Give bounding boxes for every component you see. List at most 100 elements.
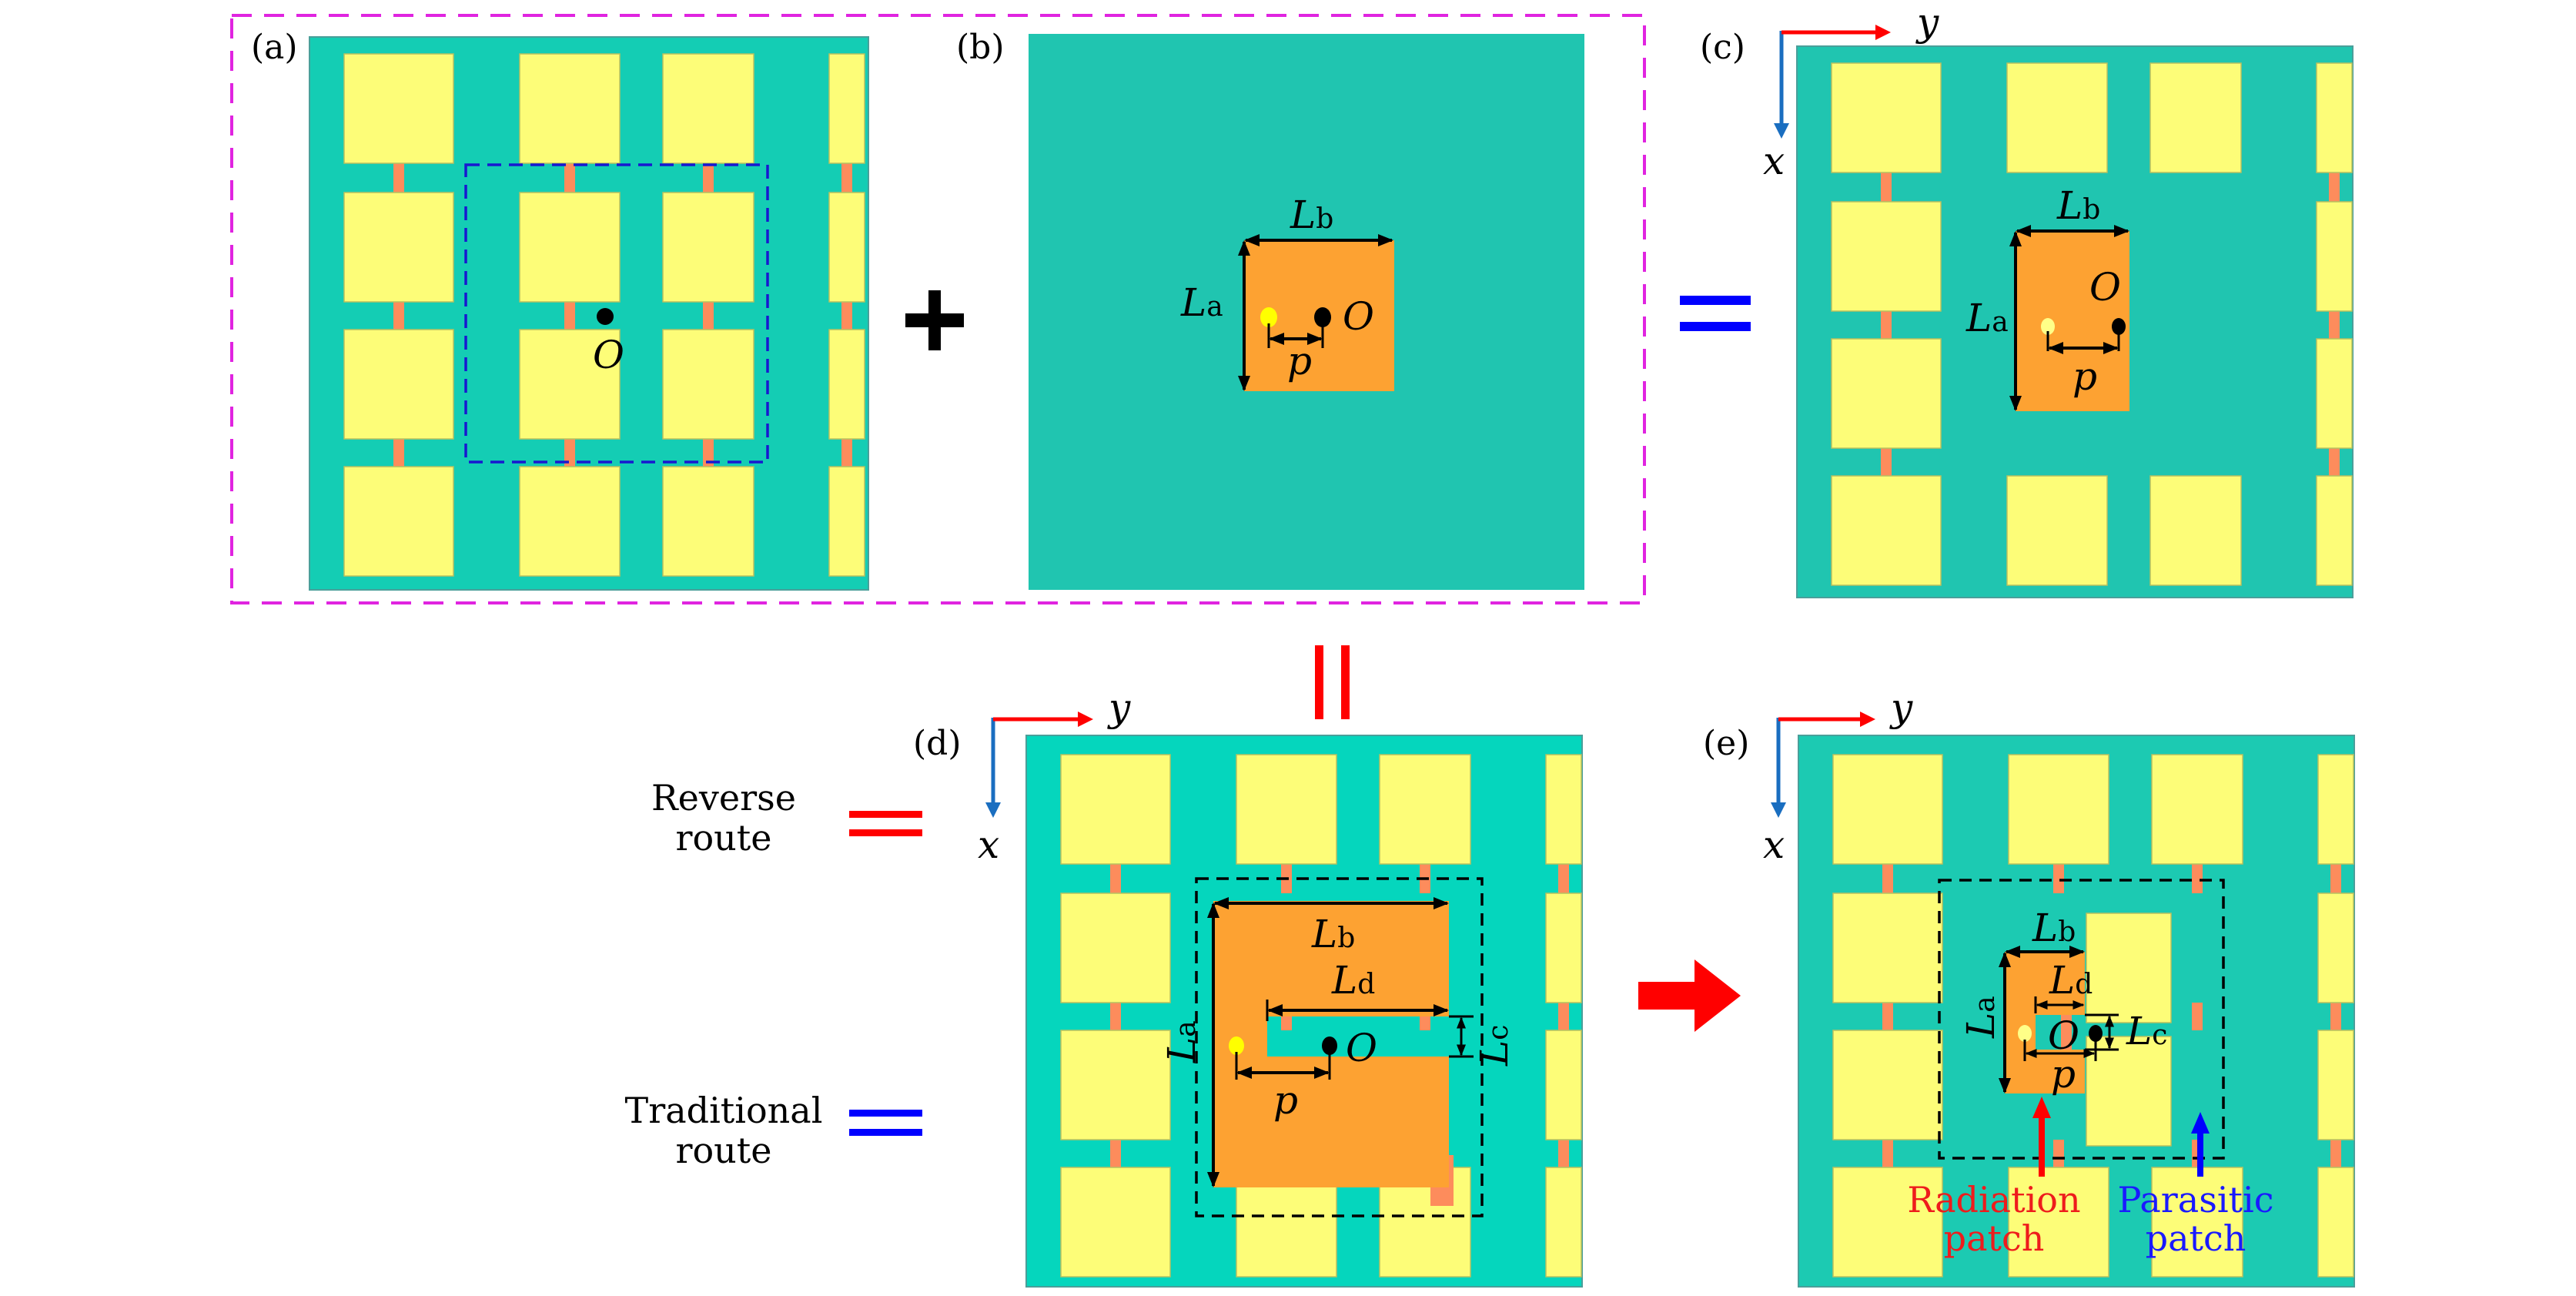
yellow-patch	[662, 466, 754, 577]
axis-indicator: y x	[1763, 685, 1913, 867]
yellow-patch	[1545, 892, 1582, 1003]
radiation-patch	[1213, 901, 1449, 1187]
feed-line	[1882, 864, 1893, 893]
yellow-patch	[2317, 1167, 2354, 1278]
origin-point	[1314, 307, 1331, 327]
reverse-route-label: Reverse	[651, 777, 796, 819]
axis-y-label: y	[1107, 685, 1131, 730]
yellow-patch	[2316, 201, 2353, 312]
dim-Lb-label: Lb	[1290, 193, 1333, 237]
yellow-patch	[519, 329, 621, 440]
yellow-patch	[2316, 475, 2353, 586]
yellow-patch	[828, 53, 865, 164]
yellow-patch	[1545, 1167, 1582, 1278]
radiation-patch-label-2: patch	[1944, 1217, 2045, 1259]
yellow-patch	[1060, 892, 1171, 1003]
axis-x-label: x	[978, 822, 999, 867]
axis-x-label: x	[1763, 822, 1785, 867]
dim-Ld-label: Ld	[1331, 958, 1375, 1003]
feed-line	[703, 439, 714, 467]
yellow-patch	[2006, 62, 2108, 173]
origin-label: O	[593, 333, 624, 377]
panel-c: (c) y x Lb La p O	[1700, 0, 2354, 598]
radiation-patch-label: Radiation	[1907, 1179, 2080, 1221]
feed-line	[1882, 1140, 1893, 1167]
yellow-patch	[2316, 338, 2353, 449]
panel-d: (d) y x Lb Ld La Lc p O	[913, 685, 1583, 1288]
yellow-patch	[343, 329, 454, 440]
plus-operator	[905, 290, 964, 350]
dim-La-label: La	[1159, 1020, 1204, 1063]
feed-line	[2330, 864, 2341, 893]
origin-label: O	[2089, 265, 2121, 310]
origin-point	[2112, 318, 2126, 335]
yellow-patch	[1832, 1167, 1943, 1278]
feed-line	[1110, 1140, 1121, 1167]
dim-Lb-label: Lb	[2032, 906, 2076, 950]
yellow-patch	[2317, 892, 2354, 1003]
axis-indicator: y x	[1763, 0, 1939, 183]
yellow-patch	[1060, 754, 1171, 865]
feed-line	[2053, 1140, 2064, 1167]
yellow-patch	[2149, 62, 2242, 173]
panel-a: (a) O	[251, 28, 869, 591]
yellow-patch	[1831, 62, 1942, 173]
dim-p-label: p	[2051, 1052, 2076, 1097]
feed-point	[1260, 307, 1277, 327]
patch-array	[343, 53, 865, 577]
equals-operator	[1680, 296, 1751, 331]
reverse-route-symbol	[849, 811, 922, 818]
feed-line	[564, 163, 575, 193]
yellow-patch	[2149, 475, 2242, 586]
yellow-patch	[2317, 1030, 2354, 1140]
feed-line	[2330, 1140, 2341, 1167]
yellow-patch	[1832, 1030, 1943, 1140]
feed-line	[1110, 864, 1121, 893]
feed-line	[841, 302, 852, 330]
yellow-patch	[662, 53, 754, 164]
yellow-patch	[2151, 1167, 2243, 1278]
axis-y-label: y	[1915, 0, 1939, 45]
radiation-patch	[2016, 231, 2129, 411]
panel-d-label: (d)	[913, 724, 962, 763]
feed-point	[1229, 1036, 1244, 1055]
yellow-patch	[2008, 1167, 2109, 1278]
feed-line	[564, 302, 575, 330]
dim-Lb-label: Lb	[2056, 183, 2100, 228]
yellow-patch	[519, 192, 621, 303]
panel-c-label: (c)	[1700, 28, 1745, 67]
panel-b-label: (b)	[956, 28, 1005, 67]
feed-line	[1558, 864, 1569, 893]
feed-line	[2329, 172, 2340, 202]
yellow-patch	[662, 192, 754, 303]
yellow-patch	[1831, 338, 1942, 449]
yellow-patch	[1545, 1030, 1582, 1140]
dim-Lb-label: Lb	[1311, 912, 1355, 956]
origin-point	[2089, 1025, 2103, 1042]
origin-point	[597, 308, 614, 325]
feed-point	[2041, 318, 2055, 335]
transform-arrow	[1638, 959, 1741, 1032]
origin-label: O	[1343, 294, 1374, 339]
traditional-route-label: Traditional	[625, 1090, 823, 1131]
feed-line	[703, 302, 714, 330]
panel-a-label: (a)	[251, 28, 298, 67]
traditional-route-symbol	[849, 1110, 922, 1117]
traditional-route-label-2: route	[675, 1130, 771, 1171]
axis-x-label: x	[1763, 139, 1785, 183]
dim-p-label: p	[1287, 339, 1312, 383]
axis-y-label: y	[1889, 685, 1913, 730]
yellow-patch	[2317, 754, 2354, 865]
panel-e: (e) y x Lb Ld La Lc p O	[1703, 685, 2355, 1288]
dim-p-label: p	[2073, 354, 2097, 399]
feed-line	[2192, 1003, 2203, 1030]
feed-line	[841, 163, 852, 193]
feed-line	[2330, 1003, 2341, 1030]
yellow-patch	[343, 192, 454, 303]
dim-La-label: La	[1180, 280, 1223, 325]
yellow-patch	[828, 466, 865, 577]
feed-line	[841, 439, 852, 467]
yellow-patch	[828, 329, 865, 440]
feed-line	[564, 439, 575, 467]
feed-line	[393, 163, 404, 193]
